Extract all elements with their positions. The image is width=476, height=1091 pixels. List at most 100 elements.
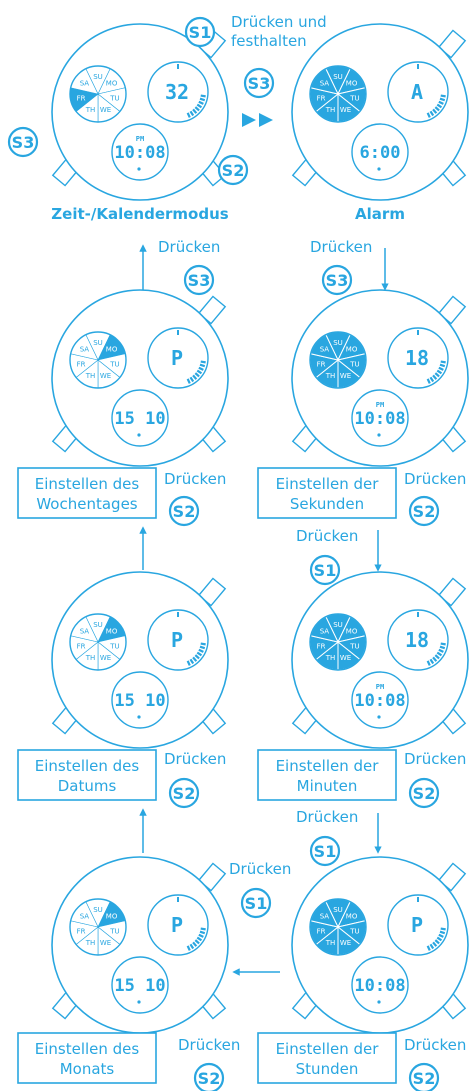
sub-dial-tick xyxy=(189,110,195,117)
time-display: 10:08 xyxy=(351,956,409,1014)
set-date-line1: Einstellen des xyxy=(35,757,140,775)
badge-ring xyxy=(321,264,353,296)
set-date-line2: Datums xyxy=(58,777,117,795)
badge-label: S3 xyxy=(326,271,349,290)
day-label: SU xyxy=(93,906,103,914)
badge-ring xyxy=(240,887,272,919)
sub-dial-tick xyxy=(432,374,438,380)
time-dial-ring xyxy=(111,671,169,729)
button-s2-badge[interactable]: S2 xyxy=(168,777,200,809)
sub-dial-tick xyxy=(192,108,198,114)
sub-dial-tick xyxy=(200,927,206,931)
time-display: 15 10 xyxy=(111,956,169,1014)
day-label: SU xyxy=(333,621,343,629)
day-label: FR xyxy=(77,360,86,368)
day-label: TU xyxy=(349,94,359,102)
button-s1-badge[interactable]: S1 xyxy=(309,554,341,586)
sub-dial-ring xyxy=(387,894,449,956)
set-month-box xyxy=(17,1032,157,1084)
day-dial-ring xyxy=(69,331,127,389)
button-s3-badge[interactable]: S3 xyxy=(321,264,353,296)
sound-icon xyxy=(377,433,381,437)
button-s2-badge[interactable]: S2 xyxy=(408,495,440,527)
time-value: 6:00 xyxy=(360,143,401,163)
sub-dial-tick xyxy=(440,360,446,364)
time-dial-ring xyxy=(351,123,409,181)
button-s3-badge[interactable]: S3 xyxy=(183,264,215,296)
button-s3-badge[interactable]: S3 xyxy=(243,67,275,99)
set-weekday-line2: Wochentages xyxy=(36,495,137,513)
day-label: SU xyxy=(333,906,343,914)
sub-dial: P xyxy=(147,894,209,956)
sub-dial-ring xyxy=(387,61,449,123)
day-label: MO xyxy=(106,346,118,354)
time-dial-ring xyxy=(351,671,409,729)
button-s2-badge[interactable]: S2 xyxy=(217,154,249,186)
press-label-s3-left: Drücken xyxy=(158,238,220,256)
sub-dial-value: P xyxy=(171,913,183,937)
sub-dial-tick xyxy=(200,94,206,98)
sub-dial-ring xyxy=(147,609,209,671)
set-month-line2: Monats xyxy=(60,1060,115,1078)
sub-dial-tick xyxy=(436,369,443,375)
sound-icon xyxy=(377,1000,381,1004)
day-label: SA xyxy=(80,628,90,636)
day-label: TU xyxy=(109,642,119,650)
time-value: 10:08 xyxy=(354,976,405,996)
day-label: MO xyxy=(346,913,358,921)
pm-indicator: PM xyxy=(136,135,144,143)
day-label: FR xyxy=(77,927,86,935)
sub-dial-ring xyxy=(147,61,209,123)
badge-label: S2 xyxy=(198,1069,221,1088)
day-label: TH xyxy=(85,372,96,380)
sub-dial-value: P xyxy=(171,628,183,652)
sub-dial-tick xyxy=(189,943,195,950)
sub-dial-tick xyxy=(439,930,446,935)
set-seconds-line2: Sekunden xyxy=(290,495,364,513)
button-s1-badge[interactable]: S1 xyxy=(309,835,341,867)
button-s3-badge[interactable]: S3 xyxy=(7,126,39,158)
day-label: SA xyxy=(80,346,90,354)
sub-dial-tick xyxy=(432,108,438,114)
sub-dial-tick xyxy=(438,933,444,938)
sub-dial-tick xyxy=(199,645,206,650)
day-label: WE xyxy=(340,372,351,380)
press-label-s1-seconds: Drücken xyxy=(296,527,358,545)
sub-dial-tick xyxy=(426,660,431,666)
day-label: WE xyxy=(340,654,351,662)
sub-dial-tick xyxy=(438,366,444,371)
badge-ring xyxy=(408,1062,440,1091)
button-s2-badge[interactable]: S2 xyxy=(168,495,200,527)
day-dial-ring xyxy=(69,613,127,671)
day-label: WE xyxy=(100,654,111,662)
badge-label: S2 xyxy=(413,784,436,803)
day-label: MO xyxy=(106,913,118,921)
sub-dial-tick xyxy=(429,658,435,665)
sub-dial-tick xyxy=(200,360,206,364)
press-label-s3-right: Drücken xyxy=(310,238,372,256)
button-s2-badge[interactable]: S2 xyxy=(193,1062,225,1091)
time-value: 10:08 xyxy=(354,409,405,429)
button-s2-badge[interactable]: S2 xyxy=(408,1062,440,1091)
day-label: WE xyxy=(340,939,351,947)
sub-dial-value: 32 xyxy=(165,80,189,104)
set-hours-line1: Einstellen der xyxy=(276,1040,380,1058)
day-dial-ring xyxy=(69,65,127,123)
sub-dial-ring xyxy=(387,327,449,389)
set-hours-box xyxy=(257,1032,397,1084)
button-s2-badge[interactable]: S2 xyxy=(408,777,440,809)
button-s1-badge[interactable]: S1 xyxy=(240,887,272,919)
sub-dial-tick xyxy=(429,943,435,950)
sub-dial-tick xyxy=(434,654,440,660)
button-s1-badge[interactable]: S1 xyxy=(184,16,216,48)
sub-dial-tick xyxy=(199,97,206,102)
